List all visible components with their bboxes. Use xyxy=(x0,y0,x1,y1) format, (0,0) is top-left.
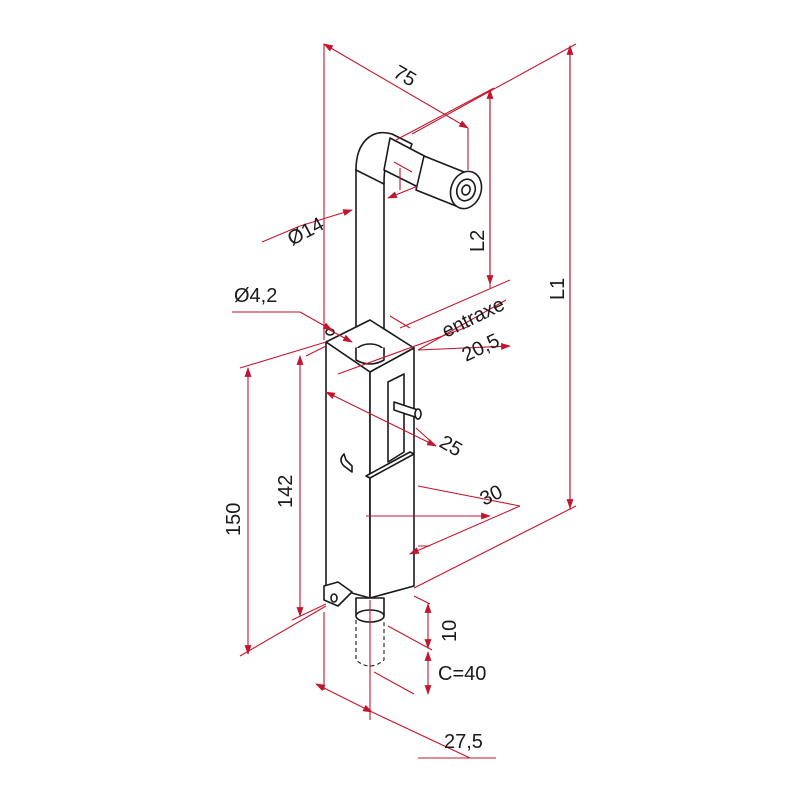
label-d42: Ø4,2 xyxy=(234,285,277,307)
label-75: 75 xyxy=(390,61,420,91)
dimension-lines xyxy=(232,43,577,759)
dim-line-205 xyxy=(417,342,511,351)
label-l1: L1 xyxy=(547,278,569,300)
dim-line-30-b xyxy=(409,505,521,555)
label-142: 142 xyxy=(275,475,297,508)
label-10: 10 xyxy=(439,620,461,642)
slot-pin-end xyxy=(414,408,422,420)
dim-line-275-b xyxy=(371,711,471,759)
bolt-travel-hidden xyxy=(355,620,385,667)
ext-l1-top xyxy=(411,43,577,135)
label-d14: Ø14 xyxy=(284,213,328,250)
label-30: 30 xyxy=(477,481,507,511)
dim-line-205-b xyxy=(325,327,353,343)
housing-hook-notch xyxy=(340,453,353,473)
label-150: 150 xyxy=(223,503,245,536)
dim-line-entraxe xyxy=(337,325,471,375)
dim-line-d14-b xyxy=(387,185,419,199)
ext-l1-bottom xyxy=(413,505,577,589)
label-275: 27,5 xyxy=(444,731,483,753)
rod-into-housing xyxy=(355,347,385,365)
dim-line-d14 xyxy=(299,209,353,227)
label-205: 20,5 xyxy=(459,330,504,367)
label-c40: C=40 xyxy=(438,663,486,685)
ext-l2-bottom xyxy=(399,279,511,329)
dim-line-25 xyxy=(325,391,437,447)
knob-end-center xyxy=(461,184,471,196)
dim-line-275 xyxy=(315,683,373,713)
housing-slot xyxy=(387,373,405,463)
mounting-hole xyxy=(330,593,338,603)
bolt-part xyxy=(323,131,483,667)
dim-line-d42-b xyxy=(299,311,333,331)
label-entraxe: entraxe xyxy=(439,293,509,342)
label-25: 25 xyxy=(436,431,466,461)
ext-l2-top xyxy=(395,87,495,141)
lower-block-top xyxy=(365,451,415,479)
dim-line-d14-c xyxy=(261,225,301,243)
label-l2: L2 xyxy=(467,230,489,252)
ext-10-bottom xyxy=(387,625,433,651)
